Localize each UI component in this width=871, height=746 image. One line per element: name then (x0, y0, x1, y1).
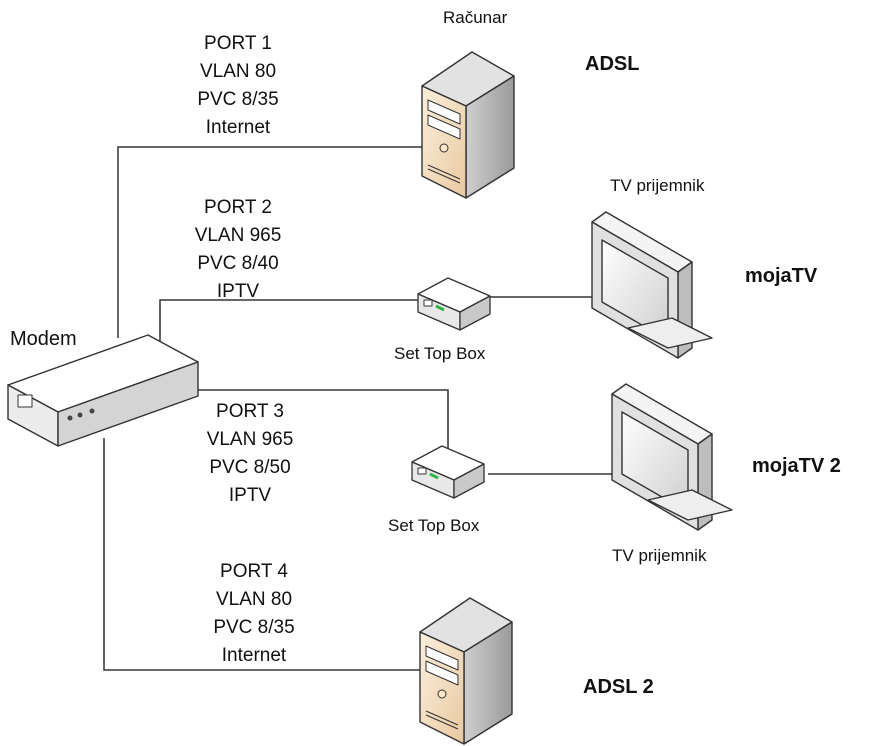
port-1-pvc: PVC 8/35 (197, 89, 279, 110)
port-3-pvc: PVC 8/50 (209, 457, 291, 478)
set-top-box-2-label: Set Top Box (388, 516, 480, 535)
computer-1 (421, 51, 515, 199)
modem-label: Modem (10, 328, 77, 350)
port-1-service: Internet (205, 117, 271, 138)
port-4-label: PORT 4 VLAN 80 PVC 8/35 Internet (174, 558, 334, 670)
port-1-name: PORT 1 (204, 33, 272, 54)
tv-1-label: TV prijemnik (610, 176, 705, 195)
port-2-service: IPTV (216, 281, 260, 302)
set-top-box-2 (411, 445, 485, 499)
link-port3 (195, 389, 449, 452)
computer-label: Računar (443, 8, 508, 27)
set-top-box-1 (417, 277, 491, 331)
tv-2-label: TV prijemnik (612, 546, 707, 565)
port-3-name: PORT 3 (216, 401, 284, 422)
port-2-vlan: VLAN 965 (194, 225, 282, 246)
tv-1 (591, 211, 713, 359)
tv-2 (611, 383, 733, 531)
set-top-box-1-label: Set Top Box (394, 344, 486, 363)
port-2-name: PORT 2 (204, 197, 272, 218)
port-2-pvc: PVC 8/40 (197, 253, 279, 274)
port-1-vlan: VLAN 80 (199, 61, 277, 82)
service-adsl2-label: ADSL 2 (583, 676, 654, 698)
link-port1 (117, 146, 422, 338)
port-2-label: PORT 2 VLAN 965 PVC 8/40 IPTV (158, 194, 318, 306)
port-1-label: PORT 1 VLAN 80 PVC 8/35 Internet (158, 30, 318, 142)
service-mojatv-label: mojaTV (745, 265, 818, 287)
port-3-vlan: VLAN 965 (206, 429, 294, 450)
port-3-service: IPTV (228, 485, 272, 506)
modem-device (7, 334, 199, 447)
port-3-label: PORT 3 VLAN 965 PVC 8/50 IPTV (170, 398, 330, 510)
port-4-pvc: PVC 8/35 (213, 617, 295, 638)
service-adsl-label: ADSL (585, 53, 640, 75)
computer-2 (419, 597, 513, 745)
link-port4 (103, 438, 422, 671)
connection-lines (103, 146, 622, 671)
port-4-name: PORT 4 (220, 561, 288, 582)
port-4-service: Internet (221, 645, 287, 666)
service-mojatv2-label: mojaTV 2 (752, 455, 841, 477)
port-4-vlan: VLAN 80 (215, 589, 293, 610)
link-port2 (159, 299, 418, 352)
